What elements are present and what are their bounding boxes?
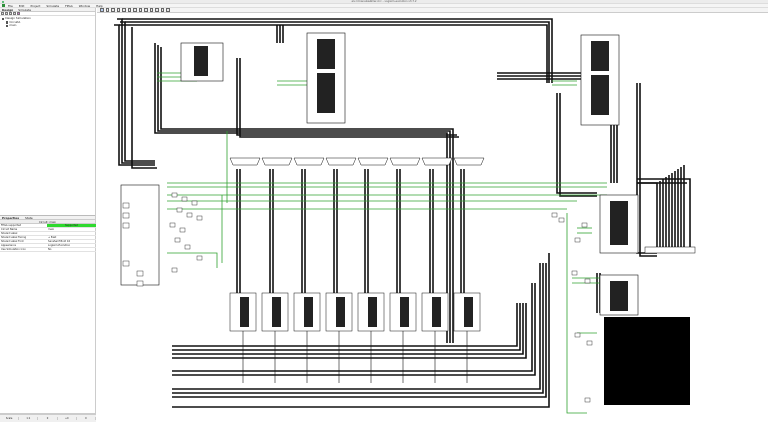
left-panel: Design Simulate Design Simulation Circui… (0, 8, 96, 422)
status-x: 0 (38, 417, 58, 420)
tree-root[interactable]: Design Simulation (2, 16, 93, 21)
circuit-tree: Design Simulation CircuitA main (0, 16, 95, 216)
and-gate-icon[interactable] (138, 8, 142, 12)
status-ratio: 1:1 (19, 417, 39, 420)
add-circuit-icon[interactable] (1, 12, 4, 15)
appearance-icon[interactable] (17, 12, 20, 15)
window-close-button[interactable] (1, 0, 5, 4)
input-pin-icon[interactable] (122, 8, 126, 12)
select-tool-icon[interactable] (100, 8, 104, 12)
tab-simulate[interactable]: Simulate (18, 7, 31, 12)
not-gate-icon[interactable] (133, 8, 137, 12)
properties-panel: Properties State Circuit: main FPGA supp… (0, 216, 96, 386)
tab-properties[interactable]: Properties (2, 215, 20, 220)
nand-gate-icon[interactable] (155, 8, 159, 12)
window-titlebar: alu ld kanalswähler.circ – Logisim-evolu… (0, 0, 768, 4)
explorer-toolbar (0, 12, 95, 16)
tab-design[interactable]: Design (2, 7, 14, 12)
prop-row[interactable]: Shared Label (0, 231, 96, 237)
menu-fpga[interactable]: FPGA (65, 3, 73, 8)
menu-bar: File Edit Project Simulate FPGA Window H… (0, 4, 768, 8)
splitter-bank[interactable] (644, 246, 696, 254)
status-y: +0 (58, 417, 77, 420)
tools-toolbar (97, 8, 768, 13)
menu-help[interactable]: Help (96, 3, 103, 8)
properties-title: Circuit: main (0, 220, 95, 224)
tree-item-circuita[interactable]: CircuitA (2, 20, 93, 25)
bus-wires (114, 18, 691, 408)
properties-tabs: Properties State (0, 216, 95, 220)
logic-gates[interactable] (169, 192, 593, 403)
xor-gate-icon[interactable] (149, 8, 153, 12)
edit-tool-icon[interactable] (111, 8, 115, 12)
alu-row[interactable] (229, 292, 481, 332)
menu-edit[interactable]: Edit (18, 3, 25, 8)
display-screen (604, 317, 690, 405)
circuit-icon (6, 24, 9, 28)
move-up-icon[interactable] (5, 12, 8, 15)
circuit-canvas[interactable] (97, 13, 768, 422)
status-z: 0 (77, 417, 97, 420)
nor-gate-icon[interactable] (160, 8, 164, 12)
tunnel-icon[interactable] (166, 8, 170, 12)
menu-window[interactable]: Window (78, 3, 91, 8)
poke-tool-icon[interactable] (105, 8, 109, 12)
multiplexer-row[interactable] (229, 157, 485, 166)
app-logo-icon (2, 4, 5, 7)
menu-file[interactable]: File (8, 3, 13, 8)
status-scale: Scale (0, 417, 20, 420)
status-bar: Scale 1:1 0 +0 0 (0, 414, 97, 422)
alu-output-wires (242, 331, 468, 383)
output-pin-icon[interactable] (127, 8, 131, 12)
window-title: alu ld kanalswähler.circ – Logisim-evolu… (351, 0, 417, 4)
fpga-supported-value: Supported (47, 224, 96, 229)
tab-state[interactable]: State (25, 215, 33, 220)
folder-icon (2, 17, 5, 20)
memory-blocks[interactable] (180, 32, 639, 316)
menu-simulate[interactable]: Simulate (46, 3, 60, 8)
menu-project[interactable]: Project (30, 3, 41, 8)
text-tool-icon[interactable] (116, 8, 120, 12)
move-down-icon[interactable] (9, 12, 12, 15)
circuit-icon (6, 21, 9, 24)
or-gate-icon[interactable] (144, 8, 148, 12)
explorer-tabs: Design Simulate (0, 8, 95, 12)
circuit-diagram[interactable] (97, 13, 768, 422)
prop-row[interactable]: Shared Label Facing→ East (0, 235, 96, 241)
input-pins[interactable] (120, 184, 160, 287)
tree-item-main[interactable]: main (2, 24, 93, 28)
delete-icon[interactable] (13, 12, 16, 15)
